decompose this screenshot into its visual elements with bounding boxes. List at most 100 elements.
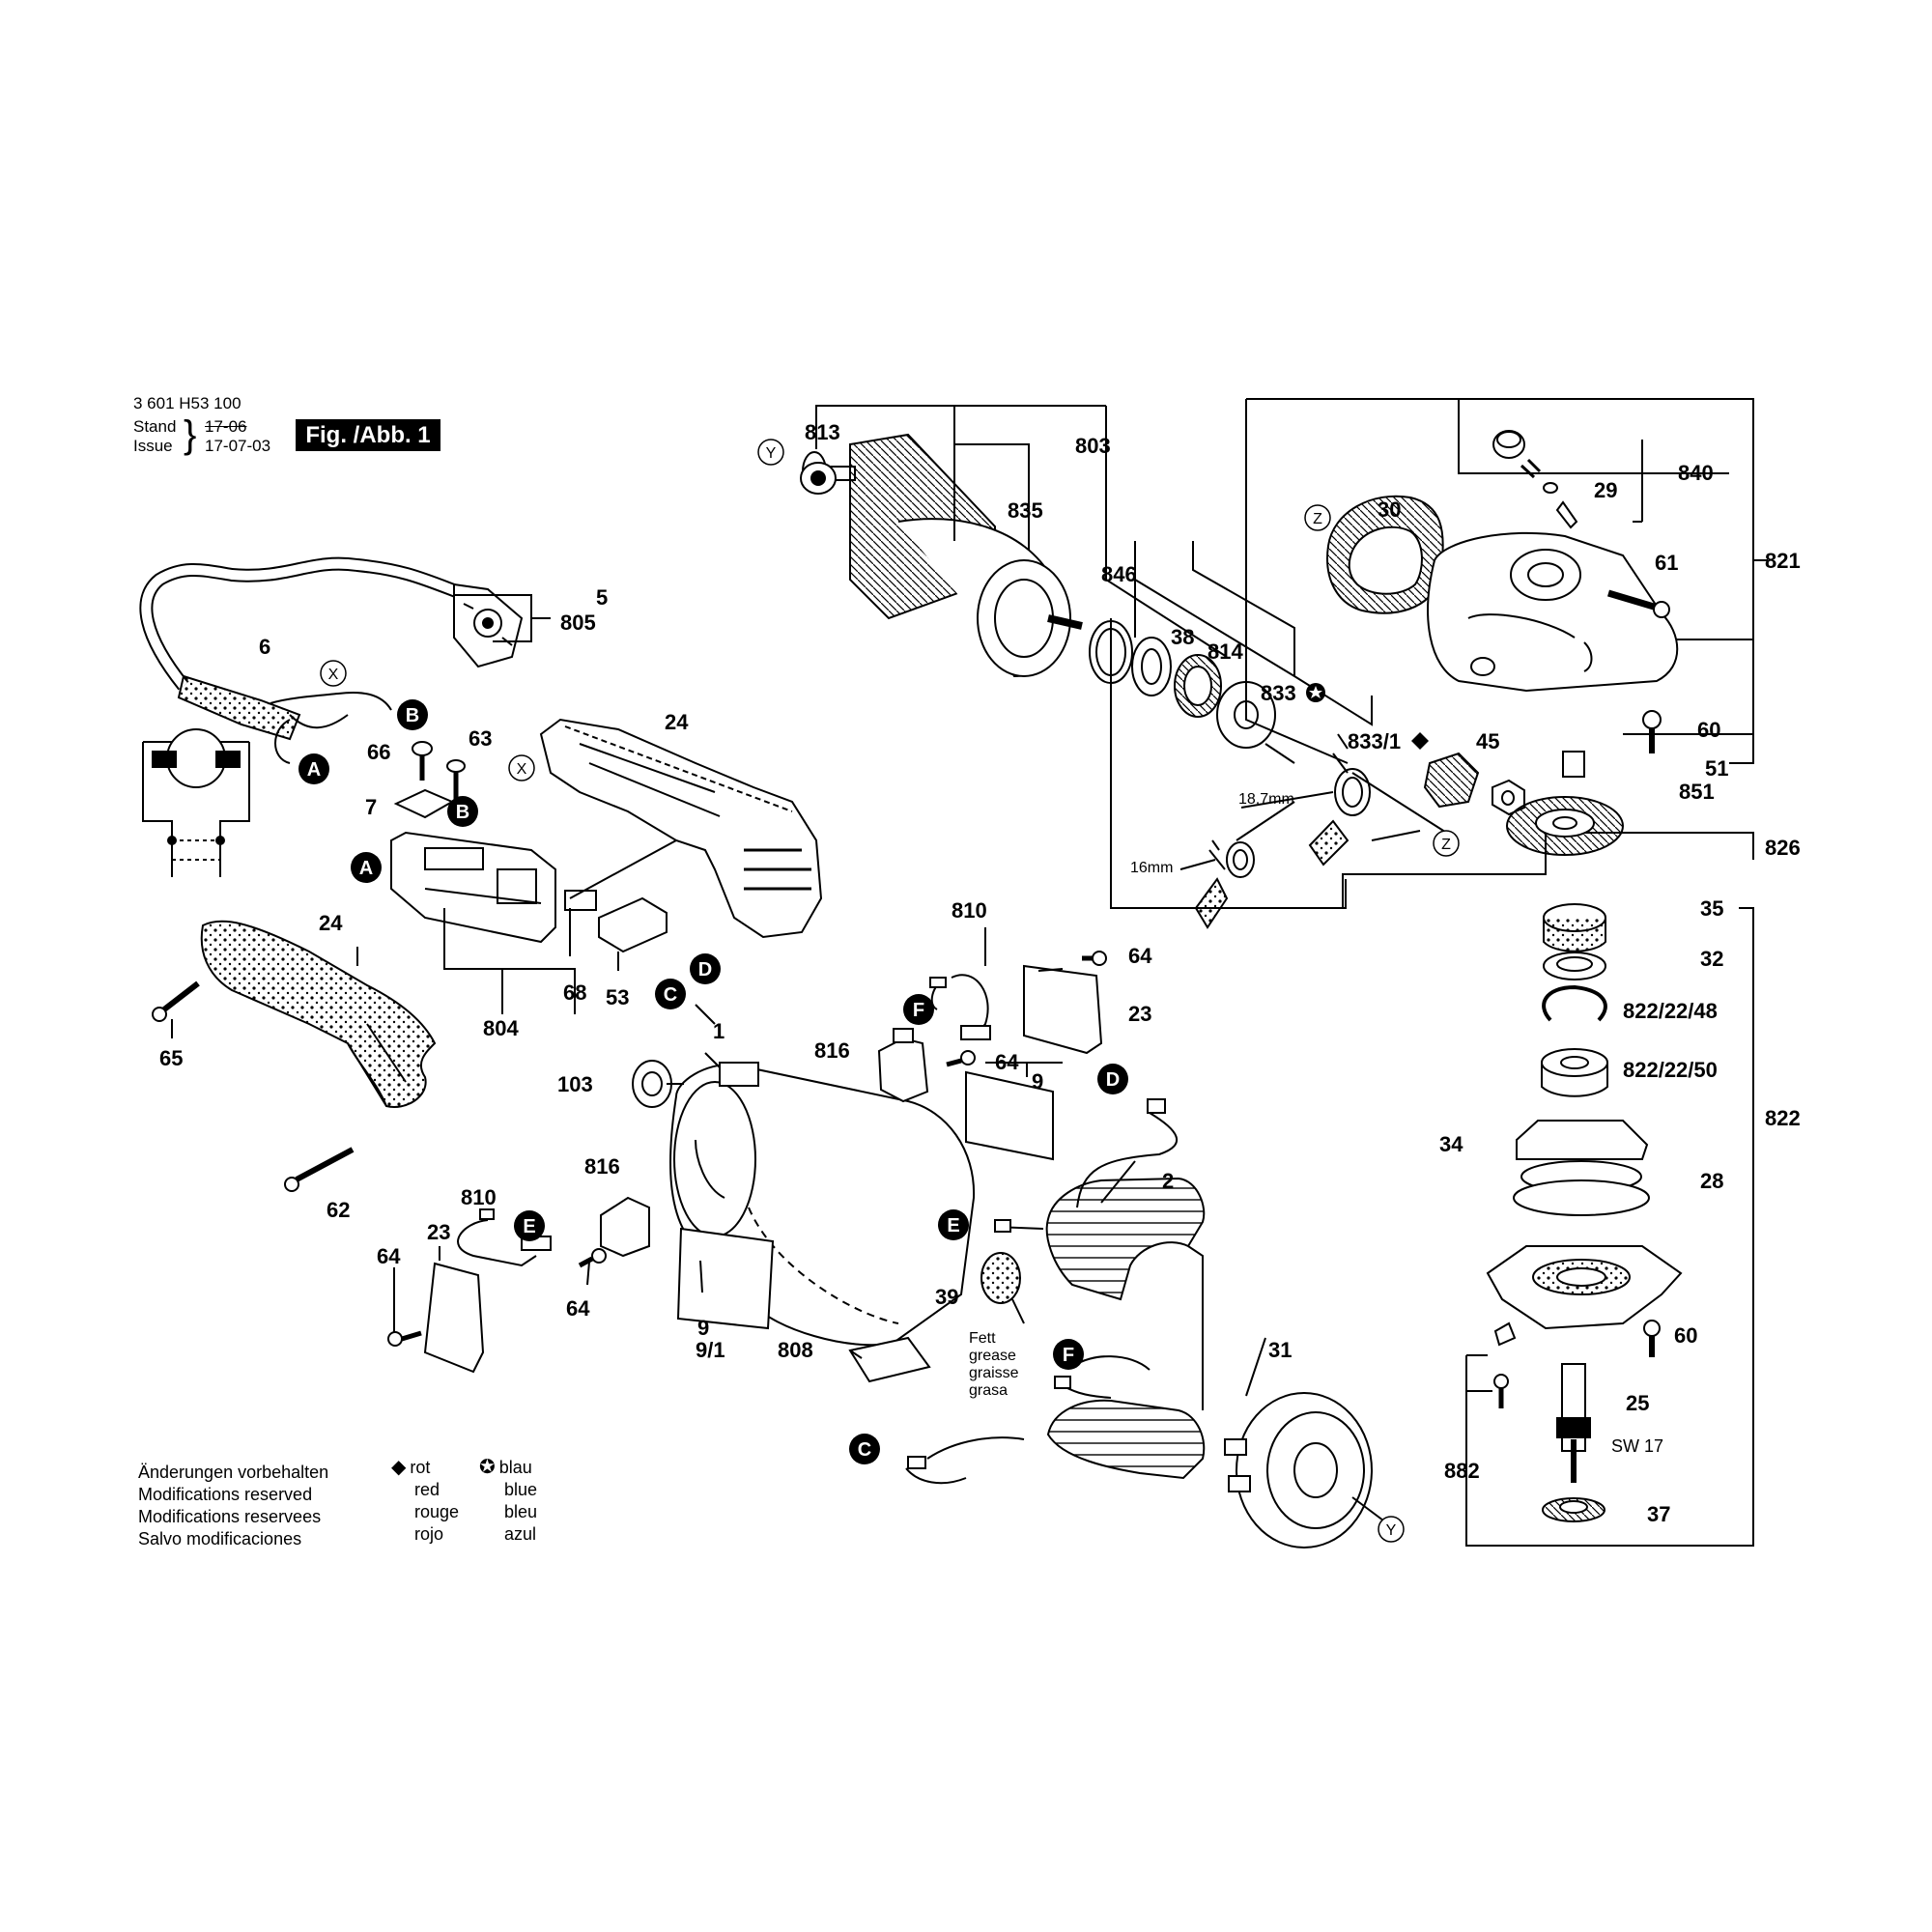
guard-clamp-34 <box>1516 1120 1649 1160</box>
switch-assembly <box>390 831 556 944</box>
callout-805: 805 <box>560 611 596 635</box>
callout-37: 37 <box>1647 1502 1670 1526</box>
callout-66: 66 <box>367 740 390 764</box>
color-word: blue <box>504 1480 538 1499</box>
washer-38 <box>1131 637 1172 696</box>
svg-text:A: A <box>307 759 321 781</box>
svg-text:F: F <box>1063 1345 1074 1366</box>
callout-1: 1 <box>713 1019 724 1043</box>
callout-34: 34 <box>1439 1132 1463 1156</box>
screw-65 <box>152 980 200 1022</box>
dimension-18-7mm: 18,7mm <box>1238 791 1294 808</box>
power-cord <box>139 556 467 741</box>
brush-holder-816-lower <box>600 1196 650 1258</box>
part-53 <box>598 896 668 953</box>
callout-808: 808 <box>778 1338 813 1362</box>
bearing-35 <box>1543 903 1606 952</box>
note-line: Änderungen vorbehalten <box>138 1463 329 1482</box>
part-68 <box>564 890 597 911</box>
connector-d-1: D <box>690 953 721 984</box>
callout-64-d: 64 <box>377 1244 401 1268</box>
issue-date: 17-07-03 <box>205 437 271 455</box>
color-markers <box>1306 683 1429 750</box>
connector-a-2: A <box>351 852 382 883</box>
callout-816-upper: 816 <box>814 1038 850 1063</box>
svg-text:E: E <box>947 1215 959 1236</box>
spindle-25 <box>1556 1363 1591 1483</box>
callout-39: 39 <box>935 1285 958 1309</box>
callout-63: 63 <box>469 726 492 751</box>
svg-text:X: X <box>328 667 339 683</box>
seal-32 <box>1543 952 1606 980</box>
bearing-833 <box>1179 839 1255 929</box>
callout-103: 103 <box>557 1072 593 1096</box>
callout-64-a: 64 <box>1128 944 1152 968</box>
callout-64-b: 64 <box>995 1050 1019 1074</box>
connector-markers: A A B B C C D D E E F F X X Y Y Z Z <box>298 439 1460 1543</box>
svg-text:D: D <box>698 959 712 980</box>
bearing-833-1 <box>1236 753 1371 867</box>
callout-65: 65 <box>159 1046 183 1070</box>
color-word: blau <box>498 1458 532 1477</box>
svg-text:X: X <box>517 761 527 778</box>
connector-z-2: Z <box>1433 830 1460 857</box>
screw-64-a <box>1082 951 1107 966</box>
label-plate-9 <box>965 1070 1054 1161</box>
armature <box>802 433 1083 678</box>
connector-f-1: F <box>903 994 934 1025</box>
red-diamond-marker <box>1411 732 1429 750</box>
grease-es: grasa <box>969 1382 1008 1399</box>
bearing-cover-31 <box>1224 1392 1392 1548</box>
svg-text:Z: Z <box>1441 837 1451 853</box>
color-key-red: ◆rot red rouge rojo <box>391 1457 459 1546</box>
connector-e-2: E <box>938 1209 969 1240</box>
color-word: red <box>414 1480 440 1499</box>
nut-45 <box>1492 779 1525 816</box>
grease-cap-39 <box>980 1252 1025 1324</box>
connector-a-1: A <box>298 753 329 784</box>
carbon-brush-810-upper <box>929 974 991 1040</box>
callout-29: 29 <box>1594 478 1617 502</box>
field-coil <box>1045 1177 1206 1480</box>
color-word: bleu <box>504 1502 538 1521</box>
flange-nut-37 <box>1542 1497 1605 1522</box>
callout-835: 835 <box>1008 498 1043 523</box>
connector-c-2: C <box>849 1434 880 1464</box>
callout-822-22-48: 822/22/48 <box>1623 999 1718 1023</box>
svg-text:Z: Z <box>1313 511 1322 527</box>
callout-813: 813 <box>805 420 840 444</box>
o-ring-28 <box>1513 1160 1650 1216</box>
connector-y-2: Y <box>1378 1516 1405 1543</box>
color-word: azul <box>504 1524 537 1544</box>
callout-51: 51 <box>1705 756 1728 781</box>
bearing-flange <box>1486 1245 1683 1330</box>
screw-64-c <box>578 1248 607 1268</box>
callout-810-upper: 810 <box>952 898 987 923</box>
part-103 <box>632 1060 672 1108</box>
bevel-gear-30 <box>1326 495 1444 614</box>
callout-62: 62 <box>327 1198 350 1222</box>
brush-holder-816-upper <box>877 1028 929 1103</box>
callout-882: 882 <box>1444 1459 1480 1483</box>
circlip-822-22-48 <box>1542 984 1607 1022</box>
svg-text:F: F <box>913 1000 924 1021</box>
connector-c-1: C <box>655 979 686 1009</box>
callout-851: 851 <box>1679 780 1715 804</box>
pinion-gear <box>1423 752 1480 809</box>
callout-9-1: 9/1 <box>696 1338 725 1362</box>
side-handle <box>200 920 437 1108</box>
callout-28: 28 <box>1700 1169 1723 1193</box>
wiring-schematic <box>142 728 250 877</box>
callout-23-lower: 23 <box>427 1220 450 1244</box>
callout-32: 32 <box>1700 947 1723 971</box>
svg-text:B: B <box>456 802 469 823</box>
svg-text:C: C <box>664 984 677 1006</box>
color-word: rot <box>410 1458 431 1477</box>
screws-882 <box>1493 1321 1517 1408</box>
svg-text:B: B <box>406 705 419 726</box>
callout-814: 814 <box>1208 639 1243 664</box>
svg-text:C: C <box>858 1439 871 1461</box>
star-circle-icon: ✪ <box>479 1457 496 1478</box>
